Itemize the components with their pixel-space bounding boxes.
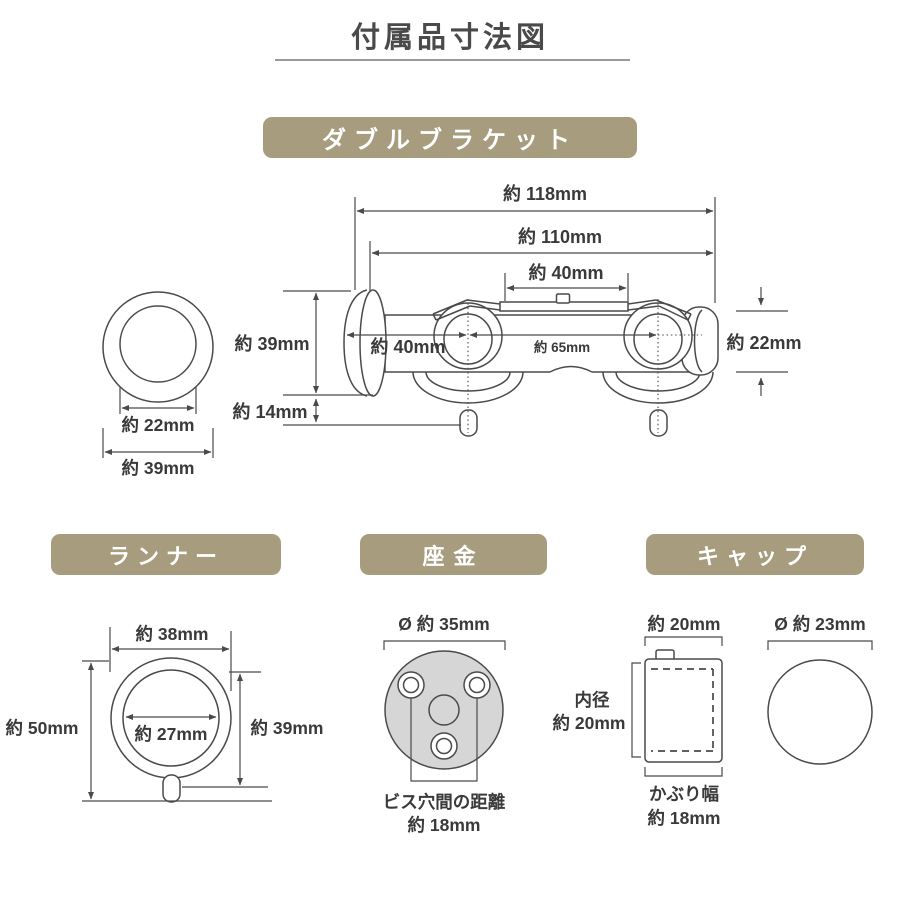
plate-height-label: 約 39mm [234,333,309,354]
front-outer-label: 約 39mm [122,458,195,478]
dim-runner-inner: 約 27mm [125,714,217,744]
center-to-center-label: 約 65mm [534,339,590,355]
washer-diameter-label: Ø 約 35mm [398,614,489,634]
runner-pendant [162,774,181,803]
cap-width-label: 約 20mm [648,614,721,634]
bracket-side-view [343,289,719,437]
cap-diagram: 約 20mm 内径 約 20mm かぶり幅 約 18mm Ø 約 23mm [553,614,873,828]
bracket-front-outer-ring [102,291,214,403]
center-lines [467,299,702,433]
bracket-front-inner-ring [119,305,197,383]
washer-diameter-bracket [383,640,506,650]
dim-front-inner: 約 22mm [119,387,197,435]
total-width-label: 約 118mm [503,183,587,204]
arm-bottom-bump [549,365,593,373]
dim-total-width: 約 118mm [354,183,716,303]
cap-cover-label: かぶり幅 [649,784,719,804]
cap-inner-value: 約 20mm [553,713,626,733]
lower-holder-left-inner [425,371,511,392]
cap-inner-dashed [651,668,714,752]
front-inner-label: 約 22mm [122,415,195,435]
bracket-front-view [102,291,214,403]
pendant-right [649,409,668,437]
dim-plate-offset: 約 14mm [232,398,461,426]
dim-runner-ring-height: 約 39mm [182,671,324,788]
screw-distance-label: ビス穴間の距離 [383,792,506,812]
strap-left [432,299,501,321]
cap-front-circle [767,659,873,765]
screw-distance-bracket [410,698,478,782]
runner-ring-height-label: 約 39mm [251,718,324,738]
dim-center-to-center: 約 65mm [469,332,657,355]
screw-head [555,293,571,304]
runner-inner-label: 約 27mm [135,724,208,744]
washer-center-boss [428,694,460,726]
cap-diameter-bracket [767,640,873,650]
badge-washer: 座金 [360,534,547,575]
runner-width-label: 約 38mm [136,624,209,644]
lower-holder-right-inner [615,371,701,392]
cap-cover-bracket [644,767,723,777]
cap-inner-bracket [631,662,641,758]
dim-wall-to-center: 約 40mm [346,332,467,357]
dim-top-span: 約 40mm [504,262,629,301]
body-width-label: 約 110mm [518,226,602,247]
cap-diameter-label: Ø 約 23mm [774,614,865,634]
wall-to-center-label: 約 40mm [370,336,445,357]
badge-cap: キャップ [646,534,864,575]
washer-diagram: Ø 約 35mm ビス穴間の距離 約 18mm [383,614,506,835]
dim-body-width: 約 110mm [369,226,714,291]
cap-cover-value: 約 18mm [648,808,721,828]
screw-distance-value: 約 18mm [408,815,481,835]
cap-body [644,658,723,763]
pocket-height-label: 約 22mm [726,332,801,353]
cap-inner-label: 内径 [575,690,610,710]
page-title: 付属品寸法図 [350,22,549,54]
cap-width-bracket [644,636,723,646]
runner-outer-ring [110,657,232,779]
dim-plate-height: 約 39mm [234,290,373,396]
title-underline [275,59,630,61]
pendant-left [459,409,478,437]
top-span-label: 約 40mm [528,262,603,283]
dim-pocket-height: 約 22mm [726,287,802,396]
runner-inner-ring [122,669,220,767]
runner-height-label: 約 50mm [6,718,79,738]
runner-diagram: 約 38mm 約 50mm 約 27mm 約 39mm [6,624,324,803]
wall-plate-front [359,289,387,397]
strap-right [627,299,692,321]
dim-runner-width: 約 38mm [109,624,232,691]
dim-runner-height: 約 50mm [6,660,272,802]
dim-front-outer: 約 39mm [102,428,214,478]
plate-offset-label: 約 14mm [232,401,307,422]
badge-runner: ランナー [51,534,281,575]
badge-double-bracket: ダブルブラケット [263,117,637,158]
